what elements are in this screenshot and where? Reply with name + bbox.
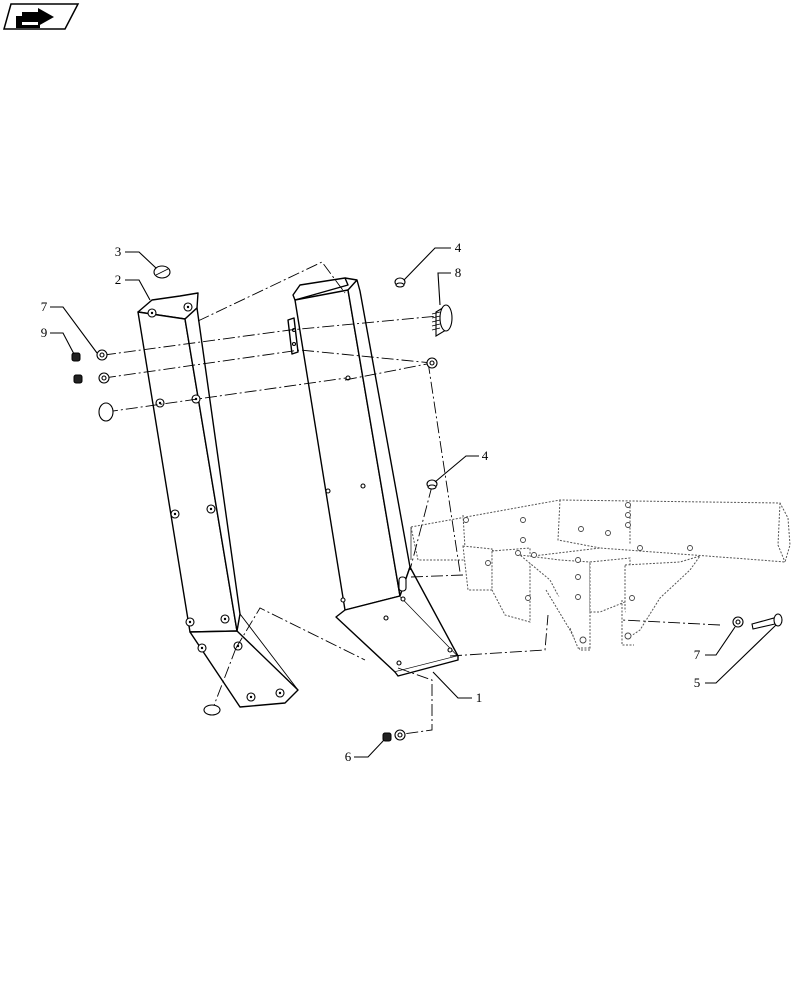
callout-4-top: 4 — [455, 240, 462, 255]
callout-4-mid: 4 — [482, 448, 489, 463]
washer-lower-left — [98, 372, 110, 384]
callout-2: 2 — [115, 272, 122, 287]
arrow-folder-icon[interactable] — [3, 3, 80, 30]
plug-bottom — [203, 704, 221, 716]
callout-9: 9 — [41, 325, 48, 340]
washer-item-7-right — [732, 616, 744, 628]
nut-item-6 — [382, 729, 406, 742]
washer-item-7-left — [96, 349, 108, 361]
callout-7-right: 7 — [694, 647, 701, 662]
bolt-item-8 — [431, 304, 453, 337]
machine-frame — [410, 499, 791, 651]
bracket-part-1 — [287, 277, 459, 677]
hardware — [71, 265, 783, 742]
callout-6: 6 — [345, 749, 352, 764]
nut-lower-left — [73, 374, 83, 384]
nut-item-4-mid — [426, 479, 438, 490]
callout-labels: 3 2 7 9 4 8 4 1 6 7 5 — [41, 240, 701, 764]
callout-7-left: 7 — [41, 299, 48, 314]
leader-lines — [50, 247, 777, 758]
callout-1: 1 — [476, 690, 483, 705]
plug-item-3 — [153, 265, 171, 279]
nut-item-4-top — [394, 277, 406, 288]
bolt-item-5 — [751, 613, 783, 630]
plug-left — [98, 402, 114, 422]
bracket-part-2 — [137, 292, 299, 708]
nut-item-9 — [71, 352, 81, 362]
washer-right — [426, 357, 438, 369]
assembly-centerlines — [103, 261, 721, 736]
bracket-2-holes — [147, 302, 285, 702]
callout-8: 8 — [455, 265, 462, 280]
callout-5: 5 — [694, 675, 701, 690]
callout-3: 3 — [115, 244, 122, 259]
